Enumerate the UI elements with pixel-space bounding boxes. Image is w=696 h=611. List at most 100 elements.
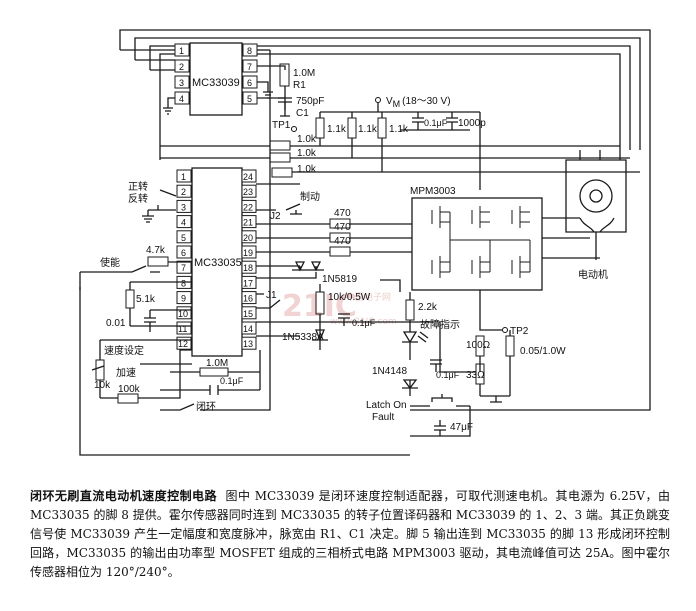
svg-text:6: 6 (247, 78, 252, 88)
svg-text:1000p: 1000p (458, 118, 486, 129)
svg-text:1.0k: 1.0k (297, 148, 317, 159)
svg-text:1.1k: 1.1k (358, 124, 378, 135)
svg-text:470: 470 (334, 222, 351, 233)
mc33035-pin-label: 9 (181, 294, 186, 304)
svg-text:1.1k: 1.1k (389, 124, 409, 135)
svg-text:0.1μF: 0.1μF (220, 376, 244, 386)
svg-text:750pF: 750pF (296, 96, 324, 107)
svg-text:正转: 正转 (128, 180, 148, 193)
svg-text:电动机: 电动机 (578, 268, 608, 281)
enable-switch: 使能 4.7k (79, 245, 192, 290)
svg-text:10k/0.5W: 10k/0.5W (328, 292, 371, 303)
svg-text:闭环: 闭环 (196, 400, 216, 413)
mc33035-pin-9 (176, 291, 192, 305)
hall-input-resistors: 1.0k 1.0k 1.0k (159, 80, 640, 178)
mc33035-pin-14 (241, 321, 257, 335)
fault-indicator: 2.2k 故障指示 (402, 292, 460, 360)
svg-text:反转: 反转 (128, 192, 148, 205)
mc33035-pin-11 (176, 321, 192, 335)
mc33035-pin-3 (176, 199, 192, 213)
mc33035-pin-23 (241, 184, 257, 198)
svg-text:470: 470 (334, 236, 351, 247)
mc33035-pin-label: 5 (181, 233, 186, 243)
svg-text:5.1k: 5.1k (136, 294, 156, 305)
svg-text:8: 8 (247, 46, 252, 56)
mc33035-pin-16 (241, 291, 257, 305)
r1-c1-network: 1.0M R1 750pF C1 TP1 (272, 63, 324, 132)
current-sense: TP2 100Ω 33Ω 0.05/1.0W 0.1μF 1N4148 (256, 290, 566, 403)
pin8-network: 5.1k 0.01 (106, 281, 192, 332)
svg-text:0.1μF: 0.1μF (424, 118, 448, 128)
mc33035-pin-label: 22 (243, 202, 253, 212)
mc33035-pin-17 (241, 275, 257, 289)
mc33035-pin-label: 13 (243, 339, 253, 349)
svg-text:速度设定: 速度设定 (104, 344, 144, 357)
svg-text:Fault: Fault (372, 412, 394, 423)
svg-text:1N4148: 1N4148 (372, 366, 407, 377)
mc33035-pin-15 (241, 306, 257, 320)
svg-text:TP2: TP2 (510, 326, 529, 337)
svg-text:10k: 10k (94, 380, 111, 391)
speed-control: 速度设定 10k 加速 100k (91, 339, 192, 404)
svg-text:1N5819: 1N5819 (322, 274, 357, 285)
mc33035-pin-label: 6 (181, 248, 186, 258)
figure-caption: 闭环无刷直流电动机速度控制电路 图中 MC33039 是闭环速度控制适配器，可取… (30, 487, 670, 582)
svg-text:4: 4 (179, 94, 184, 104)
mc33035-pin-label: 11 (178, 324, 187, 334)
mc33035-pin-label: 10 (178, 309, 188, 319)
mc33035-pin-13 (241, 336, 257, 350)
feedback-network: 1.0M 0.1μF 闭环 (160, 50, 271, 413)
svg-text:5: 5 (247, 94, 252, 104)
svg-text:J2: J2 (270, 211, 281, 222)
svg-text:1.0k: 1.0k (297, 134, 317, 145)
svg-text:1.0k: 1.0k (297, 164, 317, 175)
mc33035-pin-7 (176, 260, 192, 274)
svg-text:C1: C1 (296, 108, 309, 119)
svg-text:1N5338A: 1N5338A (282, 332, 324, 343)
mc33035-pin-label: 12 (178, 339, 188, 349)
mc33035-pin-20 (241, 230, 257, 244)
mc33035-pin-2 (176, 184, 192, 198)
mc33035-pin-4 (176, 215, 192, 229)
svg-text:使能: 使能 (100, 256, 120, 269)
caption-title: 闭环无刷直流电动机速度控制电路 (30, 489, 217, 503)
watermark-subtitle: 中国电子网 (346, 291, 391, 303)
svg-text:VM(18～30 V): VM(18～30 V) (386, 96, 451, 109)
mc33035-pin-label: 4 (181, 218, 186, 228)
schematic-diagram: 21IC 中国电子网 www.21IC.com MC33039 1 2 3 4 … (79, 29, 651, 456)
svg-text:33Ω: 33Ω (466, 370, 485, 381)
svg-text:3: 3 (179, 78, 184, 88)
mc33035-pin-5 (176, 230, 192, 244)
svg-text:J1: J1 (266, 290, 277, 301)
mc33035-pin-label: 15 (243, 309, 253, 319)
latch-on-fault: Latch On Fault 47μF (366, 394, 473, 437)
svg-text:MPM3003: MPM3003 (410, 186, 456, 197)
mc33035-pin-label: 24 (243, 172, 253, 182)
direction-switch: 正转 反转 (128, 180, 177, 223)
svg-text:100k: 100k (118, 384, 141, 395)
svg-text:7: 7 (247, 62, 252, 72)
mc33035-pin-label: 18 (243, 263, 253, 273)
tp1-label: TP1 (272, 120, 291, 131)
mc33035-pin-label: 3 (181, 202, 186, 212)
svg-text:47μF: 47μF (450, 422, 473, 433)
mc33035-pin-22 (241, 199, 257, 213)
mc33035-label: MC33035 (194, 257, 242, 269)
mc33035-pin-label: 7 (181, 263, 186, 273)
svg-text:470: 470 (334, 208, 351, 219)
mc33035-pin-1 (176, 169, 192, 183)
mpm3003-bridge: MPM3003 (410, 186, 600, 291)
motor: 电动机 (565, 150, 627, 281)
svg-text:R1: R1 (293, 80, 306, 91)
mc33035-pin-label: 21 (243, 218, 253, 228)
mc33039-chip: MC33039 1 2 3 4 8 7 6 5 (163, 42, 286, 116)
mc33035-pin-24 (241, 169, 257, 183)
mc33035-pin-label: 17 (243, 278, 253, 288)
svg-text:2.2k: 2.2k (418, 302, 438, 313)
svg-text:1: 1 (179, 46, 184, 56)
mc33035-pin-label: 20 (243, 233, 253, 243)
svg-text:1.0M: 1.0M (206, 358, 228, 369)
svg-text:制动: 制动 (300, 190, 320, 203)
svg-text:0.1μF: 0.1μF (436, 370, 460, 380)
